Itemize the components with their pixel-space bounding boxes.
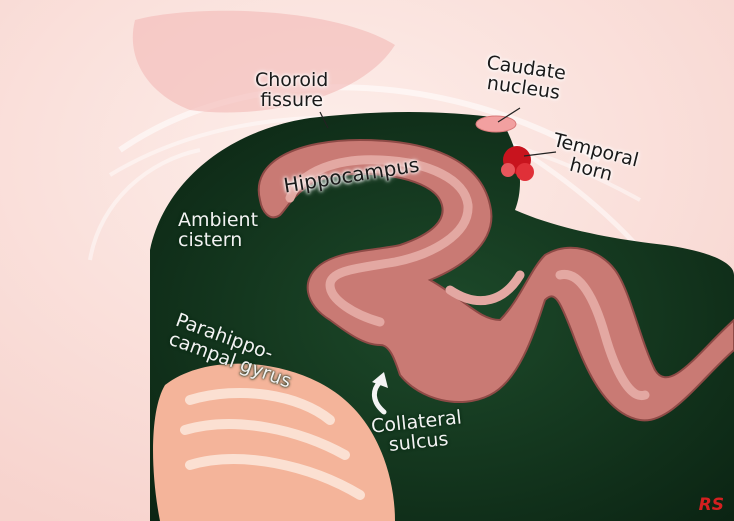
choroid-plexus xyxy=(501,163,515,177)
caudate-nucleus xyxy=(476,116,516,132)
author-signature: RS xyxy=(699,495,724,515)
label-ambient-cistern: Ambient cistern xyxy=(178,210,258,250)
choroid-plexus xyxy=(516,163,534,181)
label-choroid-fissure: Choroid fissure xyxy=(255,70,328,110)
